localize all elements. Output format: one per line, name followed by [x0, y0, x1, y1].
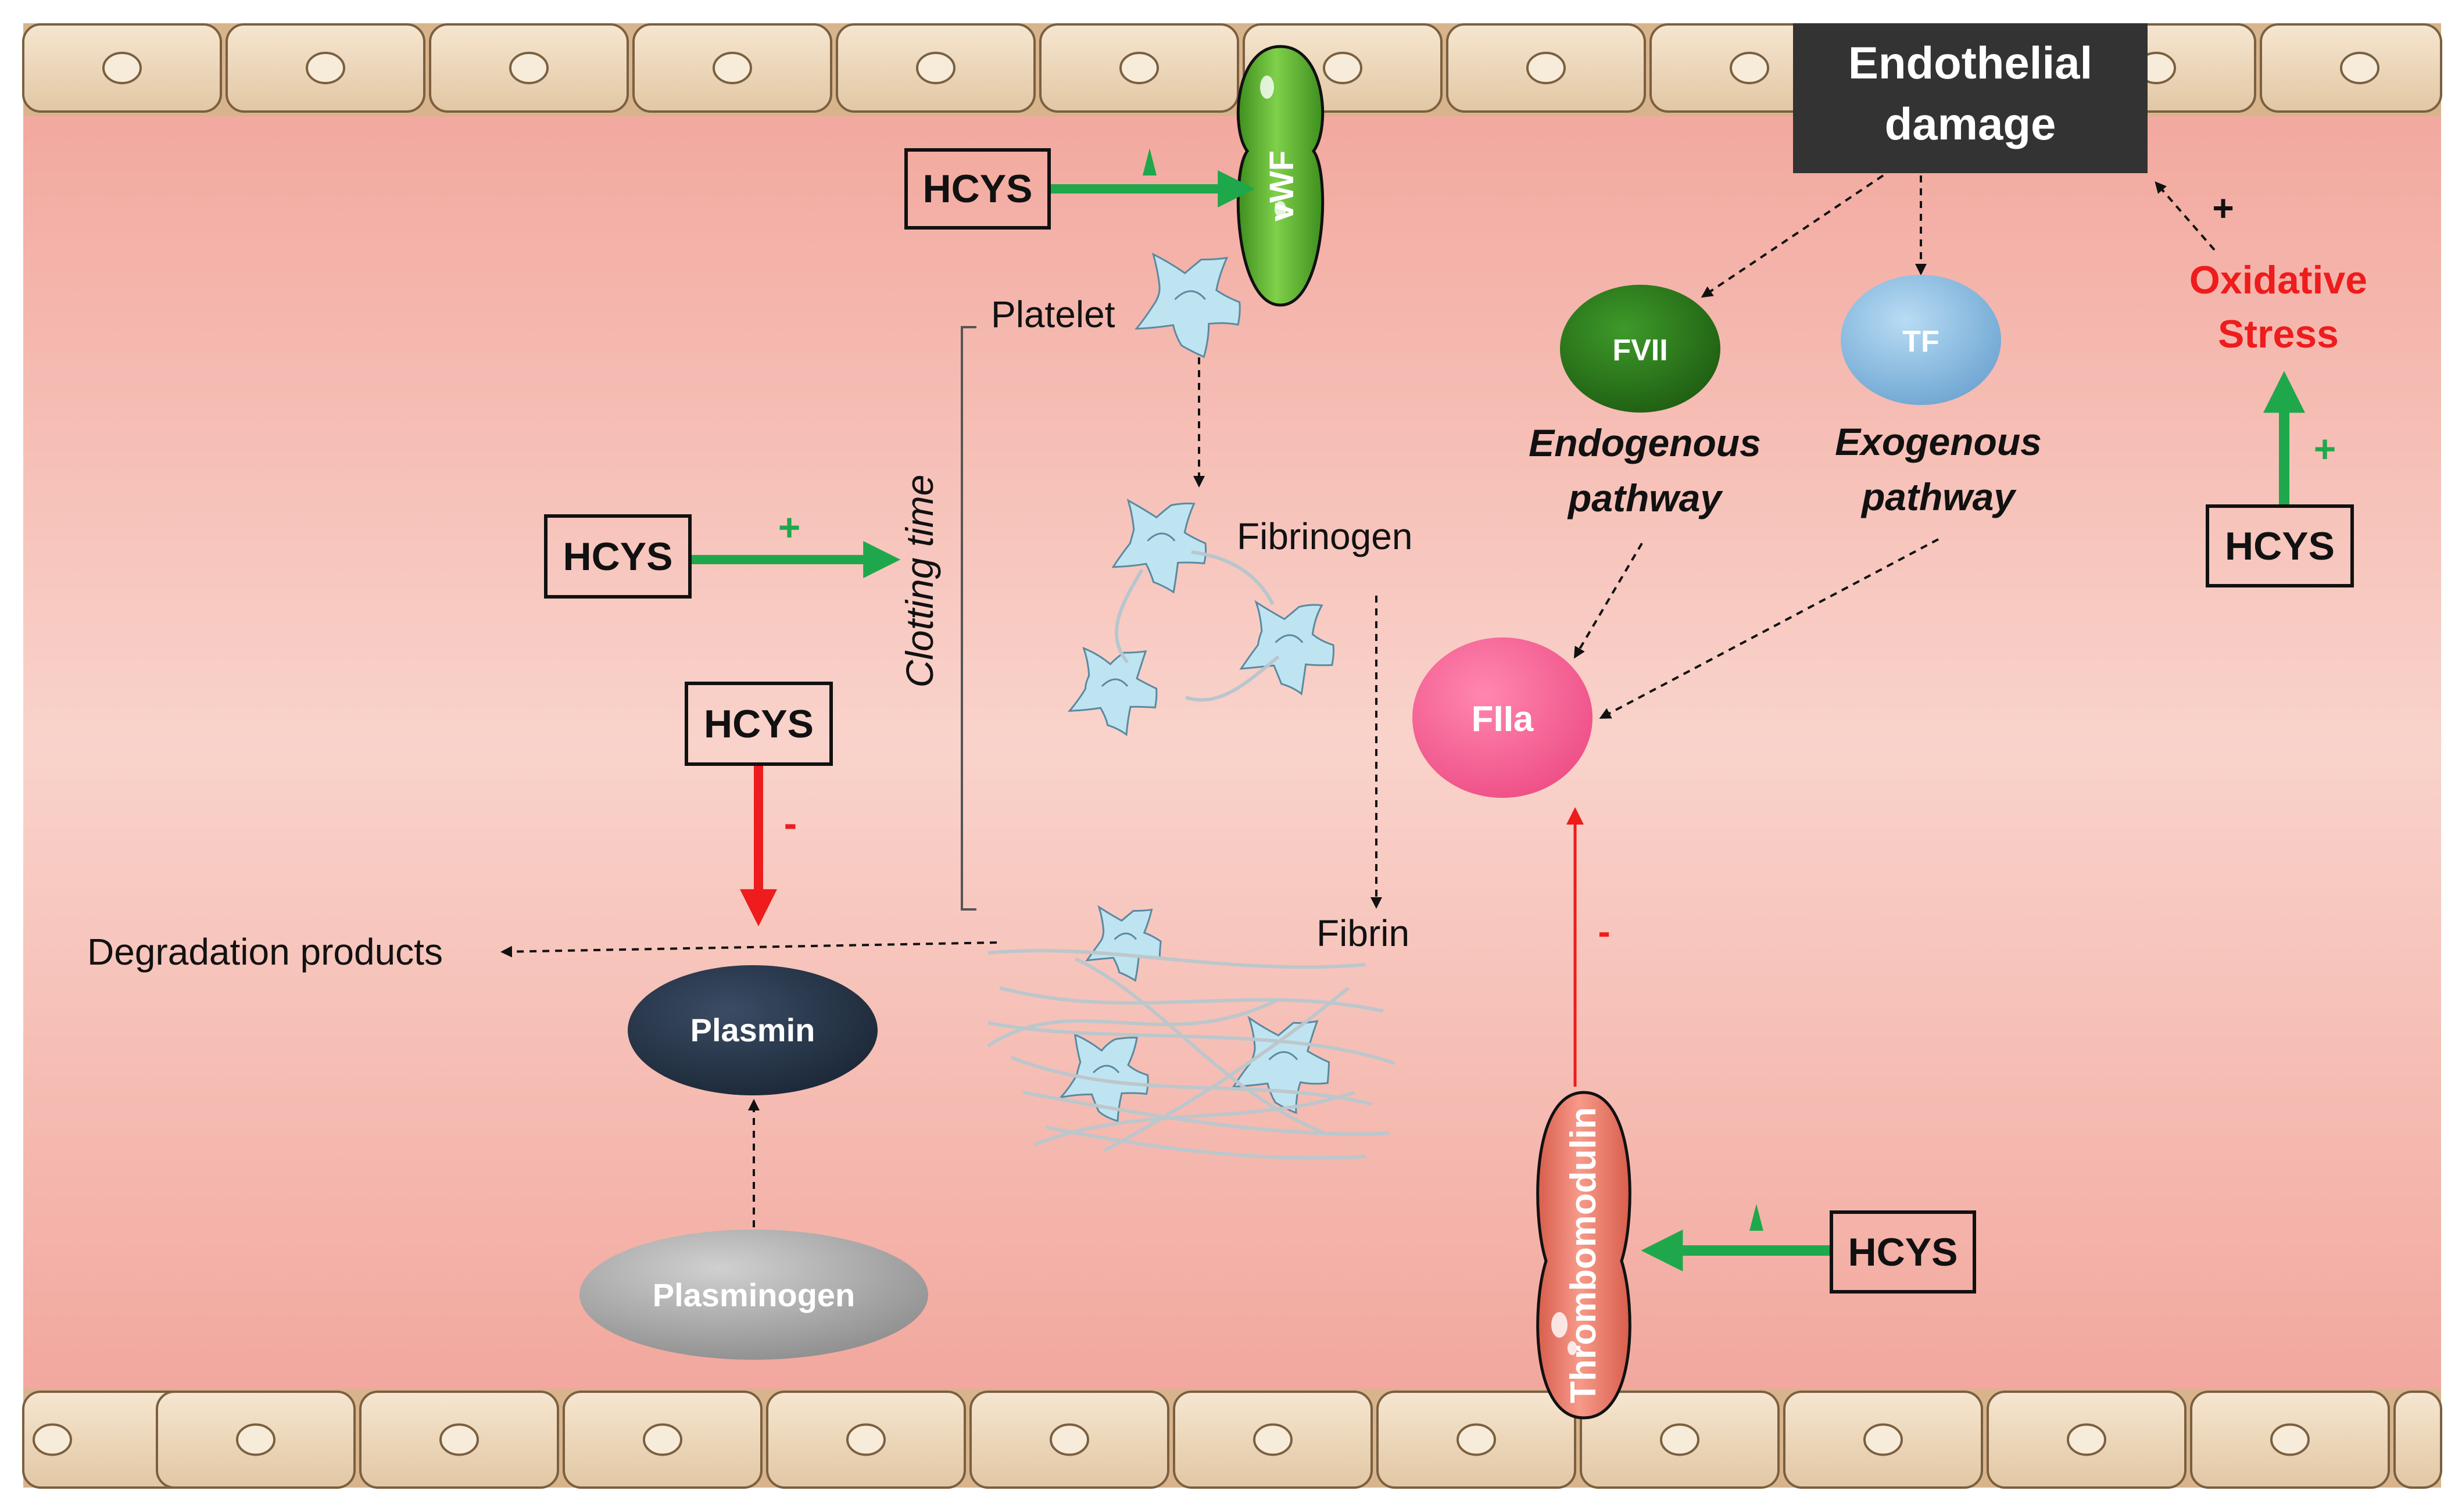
sign-oxidative-damage: + — [2212, 187, 2234, 229]
hcys-box-clotting: HCYS — [544, 514, 692, 599]
cell-nucleus — [103, 53, 141, 83]
cell-nucleus — [644, 1425, 681, 1455]
cell-nucleus — [34, 1425, 71, 1455]
thrombomodulin-receptor: Thrombomodulin — [1538, 1092, 1630, 1418]
thrombomodulin-label: Thrombomodulin — [1563, 1107, 1604, 1403]
cell-nucleus — [1254, 1425, 1291, 1455]
exogenous-line2: pathway — [1860, 475, 2017, 518]
sign-plasmin: - — [784, 801, 797, 845]
cell-nucleus — [307, 53, 344, 83]
cell-nucleus — [1661, 1425, 1698, 1455]
cell-nucleus — [847, 1425, 885, 1455]
oxidative-stress-line2: Stress — [2218, 312, 2339, 356]
clotting-time-label: Clotting time — [898, 475, 941, 688]
tf-label: TF — [1902, 325, 1939, 359]
endothelial-cell — [2395, 1392, 2441, 1488]
degradation-label: Degradation products — [87, 931, 443, 973]
cell-nucleus — [510, 53, 547, 83]
fvii-label: FVII — [1612, 334, 1667, 367]
plasminogen-label: Plasminogen — [653, 1277, 856, 1313]
cell-nucleus — [1527, 53, 1565, 83]
endothelial-damage-box: Endothelial damage — [1793, 23, 2148, 173]
cell-nucleus — [1121, 53, 1158, 83]
hcys-box-plasmin: HCYS — [685, 682, 833, 766]
fiia-label: FIIa — [1472, 699, 1534, 739]
sign-thrombomodulin-fiia: - — [1598, 911, 1610, 952]
cell-nucleus — [1324, 53, 1361, 83]
cell-nucleus — [2068, 1425, 2105, 1455]
cell-nucleus — [1865, 1425, 1902, 1455]
cell-nucleus — [714, 53, 751, 83]
endogenous-line1: Endogenous — [1529, 421, 1761, 464]
endothelial-damage-line1: Endothelial — [1848, 37, 2092, 88]
platelet-label: Platelet — [991, 293, 1115, 335]
sign-oxidative-arrow: + — [2314, 427, 2336, 470]
cell-nucleus — [441, 1425, 478, 1455]
endothelial-damage-line2: damage — [1885, 98, 2056, 149]
cell-nucleus — [1458, 1425, 1495, 1455]
cell-nucleus — [2271, 1425, 2309, 1455]
vwf-receptor: vWF — [1238, 46, 1322, 305]
fibrinogen-label: Fibrinogen — [1237, 515, 1412, 557]
hcys-box-vwf: HCYS — [904, 148, 1051, 230]
cell-nucleus — [237, 1425, 274, 1455]
endothelium-bottom — [23, 1389, 2441, 1488]
endogenous-line2: pathway — [1567, 476, 1723, 519]
cell-nucleus — [2341, 53, 2378, 83]
cell-nucleus — [917, 53, 954, 83]
cell-nucleus — [1731, 53, 1768, 83]
exogenous-line1: Exogenous — [1835, 420, 2042, 463]
vessel-lumen — [23, 87, 2441, 1400]
fibrin-label: Fibrin — [1316, 912, 1409, 954]
hcys-box-oxidative: HCYS — [2206, 504, 2354, 587]
plasmin-label: Plasmin — [690, 1012, 815, 1048]
oxidative-stress-line1: Oxidative — [2189, 258, 2367, 302]
hcys-box-thrombomodulin: HCYS — [1830, 1210, 1976, 1294]
vwf-label: vWF — [1263, 151, 1301, 221]
cell-nucleus — [1051, 1425, 1088, 1455]
sign-clotting: + — [778, 506, 801, 549]
